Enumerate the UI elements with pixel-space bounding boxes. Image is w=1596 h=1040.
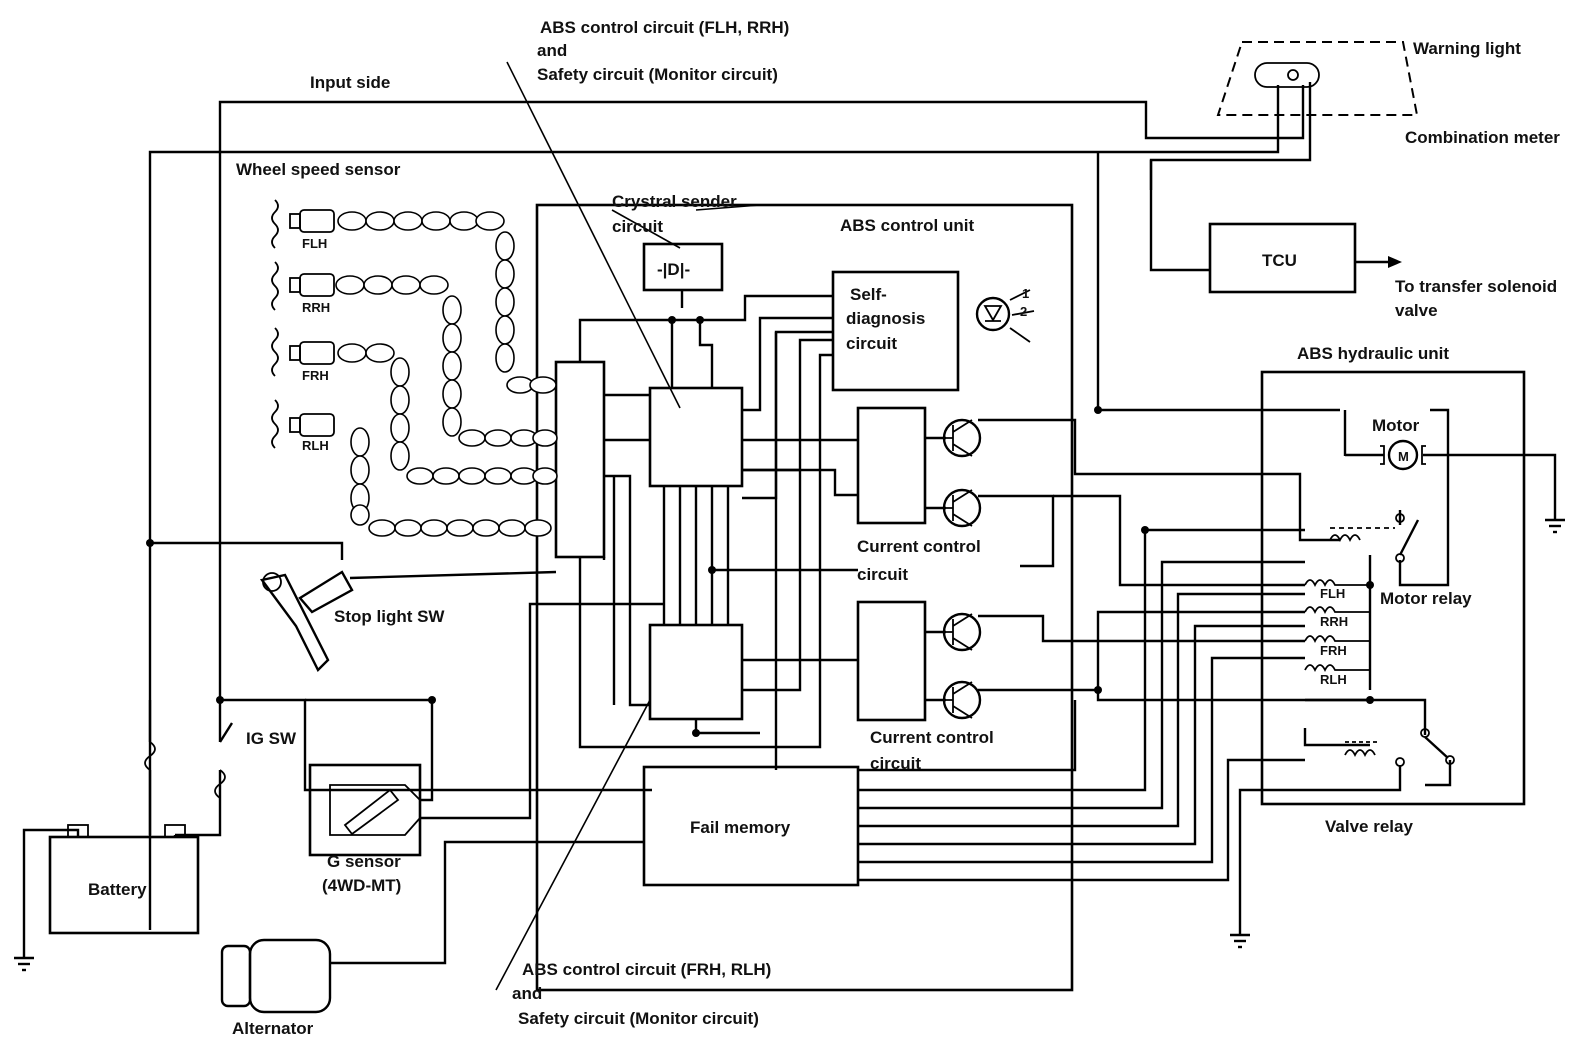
to-transfer-valve-label: valve <box>1395 301 1438 320</box>
wiring <box>14 82 1565 972</box>
ig-sw-label: IG SW <box>246 729 297 748</box>
alternator-label: Alternator <box>232 1019 314 1038</box>
motor-symbol: M <box>1398 449 1409 464</box>
solenoid-label-rrh: RRH <box>1320 614 1348 629</box>
current-control-upper-circuit: circuit <box>857 565 908 584</box>
warning-light-label: Warning light <box>1413 39 1521 58</box>
sensor-flh <box>271 199 335 249</box>
g-sensor-label: G sensor <box>327 852 401 871</box>
stop-light-switch-icon <box>259 570 354 673</box>
motor-relay-label: Motor relay <box>1380 589 1472 608</box>
combination-meter-outline <box>1216 41 1419 116</box>
tcu-label: TCU <box>1262 251 1297 270</box>
abs-control-top-and: and <box>537 41 567 60</box>
twisted-pair-chains <box>335 211 558 537</box>
self-diagnosis-box <box>831 270 960 392</box>
self-diagnosis-label-3: circuit <box>846 334 897 353</box>
leader-lines <box>495 61 761 991</box>
to-transfer-label: To transfer solenoid <box>1395 277 1557 296</box>
diagnosis-led-icon <box>975 289 1035 343</box>
sensor-rlh <box>271 399 335 449</box>
ig-switch-icon <box>144 722 234 810</box>
current-control-upper-box <box>856 406 927 525</box>
abs-control-bottom-and: and <box>512 984 542 1003</box>
motor-relay-icon <box>1329 513 1420 563</box>
tcu-box <box>1208 222 1357 294</box>
junction-dots <box>146 316 1374 737</box>
sensor-label-flh: FLH <box>302 236 327 251</box>
sensor-rrh <box>271 261 335 311</box>
abs-hydraulic-unit-box <box>1260 370 1526 806</box>
fail-memory-box <box>642 765 860 887</box>
sensor-label-rlh: RLH <box>302 438 329 453</box>
current-control-lower-label: Current control <box>870 728 994 747</box>
abs-control-unit-label: ABS control unit <box>840 216 974 235</box>
wheel-speed-sensors <box>271 199 558 537</box>
solenoid-label-rlh: RLH <box>1320 672 1347 687</box>
sensor-labels: FLH RRH FRH RLH <box>302 236 330 453</box>
current-control-upper-label: Current control <box>857 537 981 556</box>
crystal-symbol: -|D|- <box>657 260 690 279</box>
safety-circuit-bottom-label: Safety circuit (Monitor circuit) <box>518 1009 759 1028</box>
motor-icon <box>1380 439 1426 471</box>
input-side-label: Input side <box>310 73 390 92</box>
safety-circuit-top-label: Safety circuit (Monitor circuit) <box>537 65 778 84</box>
combination-meter-label: Combination meter <box>1405 128 1560 147</box>
self-diagnosis-label-2: diagnosis <box>846 309 925 328</box>
sensor-label-frh: FRH <box>302 368 329 383</box>
battery-terminals-icon <box>67 824 186 838</box>
input-interface-box <box>554 360 606 559</box>
crystal-sender-label: Crystral sender <box>612 192 737 211</box>
solenoid-coils <box>1304 579 1370 673</box>
abs-circuit-lower-box <box>648 623 744 721</box>
valve-relay-icon <box>1344 728 1455 767</box>
abs-hydraulic-unit-label: ABS hydraulic unit <box>1297 344 1449 363</box>
transistors <box>942 418 982 720</box>
self-diagnosis-label-1: Self- <box>850 285 887 304</box>
solenoid-label-frh: FRH <box>1320 643 1347 658</box>
warning-lamp <box>1254 62 1320 88</box>
valve-relay-label: Valve relay <box>1325 817 1413 836</box>
abs-control-top-label: ABS control circuit (FLH, RRH) <box>540 18 789 37</box>
abs-circuit-upper-box <box>648 386 744 488</box>
fail-memory-label: Fail memory <box>690 818 791 837</box>
battery-box <box>48 835 200 935</box>
warning-lamp-filament <box>1287 69 1299 81</box>
led-label-2: 2 <box>1020 304 1027 319</box>
motor-label: Motor <box>1372 416 1420 435</box>
g-sensor-sub-label: (4WD-MT) <box>322 876 401 895</box>
battery-label: Battery <box>88 880 147 899</box>
led-label-1: 1 <box>1022 286 1029 301</box>
g-sensor-icon <box>329 784 421 836</box>
labels: ABS control circuit (FLH, RRH) and Safet… <box>88 18 1560 1038</box>
stop-light-sw-label: Stop light SW <box>334 607 445 626</box>
current-control-lower-circuit: circuit <box>870 754 921 773</box>
solenoid-label-flh: FLH <box>1320 586 1345 601</box>
current-control-lower-box <box>856 600 927 722</box>
crystal-sender-circuit-label: circuit <box>612 217 663 236</box>
sensor-frh <box>271 327 335 377</box>
abs-control-bottom-label: ABS control circuit (FRH, RLH) <box>522 960 771 979</box>
solenoid-labels: FLH RRH FRH RLH <box>1320 586 1348 687</box>
wheel-speed-sensor-label: Wheel speed sensor <box>236 160 401 179</box>
alternator-icon <box>220 938 332 1014</box>
sensor-label-rrh: RRH <box>302 300 330 315</box>
